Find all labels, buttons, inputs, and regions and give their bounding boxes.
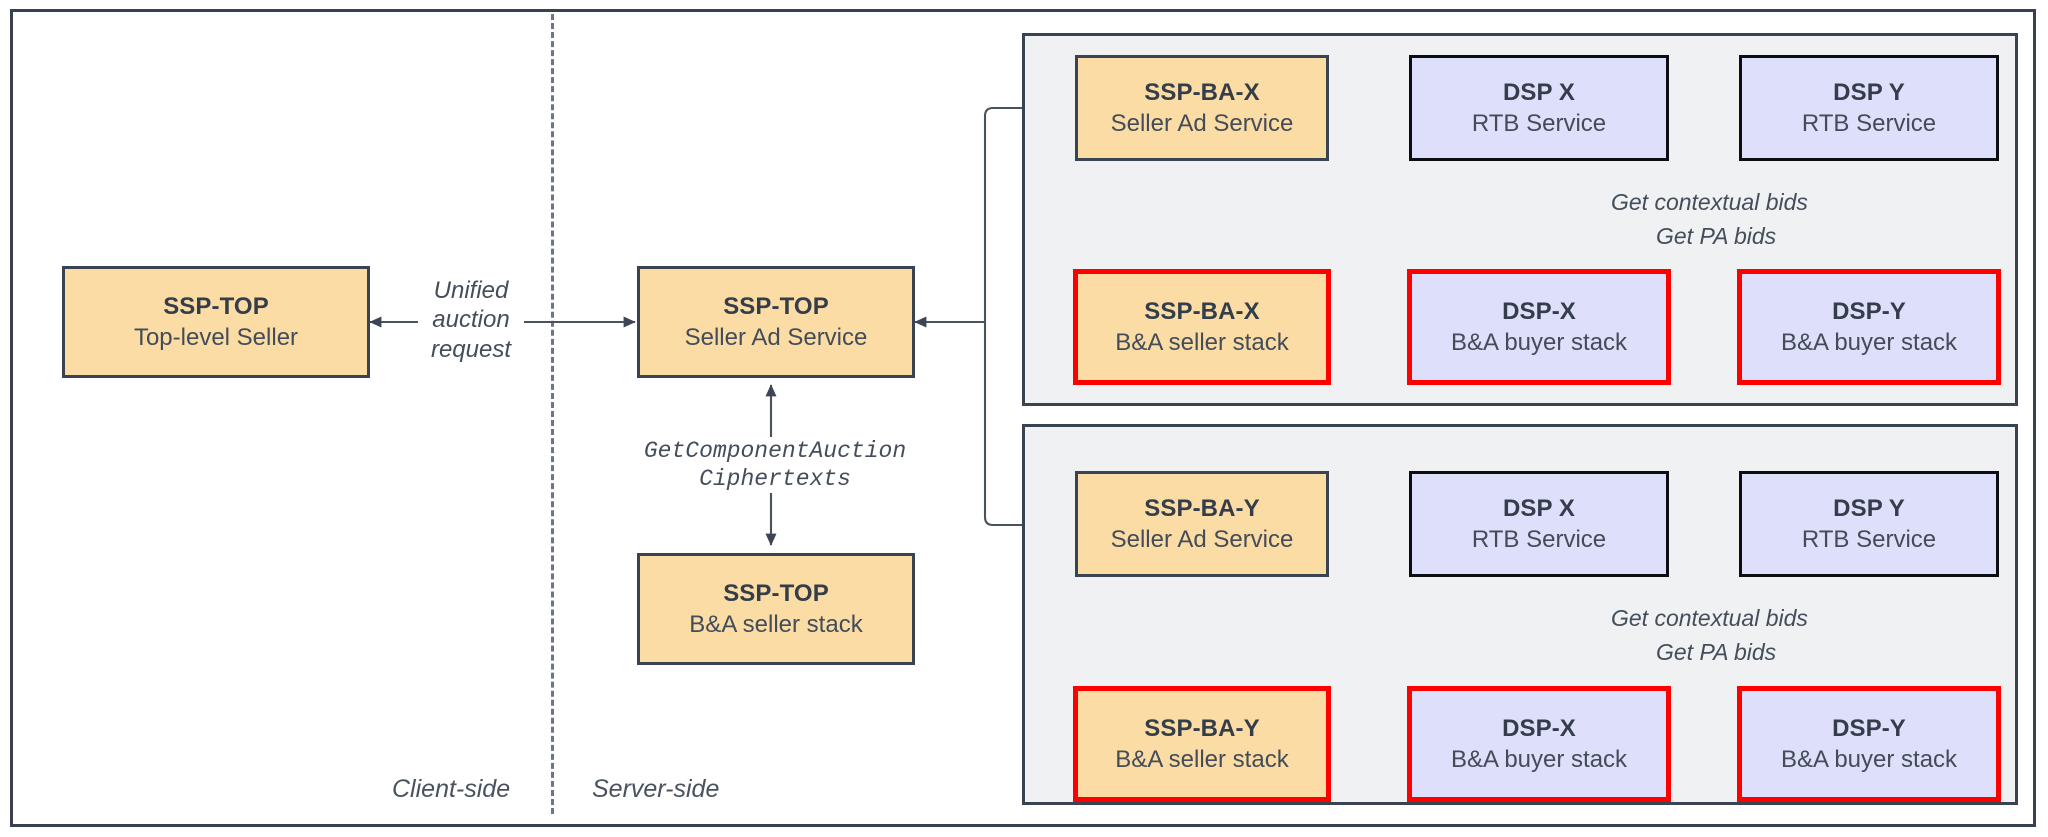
- node-dsp-x-rtb-service[interactable]: DSP X RTB Service: [1409, 55, 1669, 161]
- node-subtitle: B&A seller stack: [689, 611, 863, 638]
- node-title: DSP-X: [1502, 714, 1576, 742]
- node-dsp-y-ba-buyer-stack-2[interactable]: DSP-Y B&A buyer stack: [1737, 686, 2001, 802]
- node-subtitle: B&A buyer stack: [1450, 746, 1628, 773]
- label-client-side: Client-side: [392, 775, 511, 803]
- node-subtitle: B&A buyer stack: [1780, 329, 1958, 356]
- node-subtitle: RTB Service: [1471, 110, 1607, 137]
- node-title: SSP-TOP: [723, 292, 829, 320]
- node-title: DSP X: [1502, 494, 1576, 522]
- node-subtitle: RTB Service: [1801, 110, 1937, 137]
- node-title: DSP-X: [1502, 297, 1576, 325]
- node-dsp-y-rtb-service[interactable]: DSP Y RTB Service: [1739, 55, 1999, 161]
- node-subtitle: Seller Ad Service: [1110, 110, 1294, 137]
- edge-label-get-component-auction-ciphertexts: GetComponentAuction Ciphertexts: [622, 437, 928, 494]
- node-subtitle: Seller Ad Service: [1110, 526, 1294, 553]
- node-dsp-x-ba-buyer-stack-2[interactable]: DSP-X B&A buyer stack: [1407, 686, 1671, 802]
- node-dsp-x-ba-buyer-stack[interactable]: DSP-X B&A buyer stack: [1407, 269, 1671, 385]
- edge-label-py-get-contextual-bids: Get contextual bids: [1608, 604, 1811, 633]
- node-title: DSP Y: [1833, 78, 1905, 106]
- node-title: SSP-TOP: [723, 579, 829, 607]
- node-subtitle: B&A buyer stack: [1780, 746, 1958, 773]
- node-title: SSP-BA-X: [1144, 297, 1260, 325]
- node-dsp-y-rtb-service-2[interactable]: DSP Y RTB Service: [1739, 471, 1999, 577]
- node-subtitle: B&A seller stack: [1115, 329, 1289, 356]
- node-subtitle: B&A buyer stack: [1450, 329, 1628, 356]
- label-server-side: Server-side: [592, 775, 720, 803]
- node-subtitle: Top-level Seller: [133, 324, 299, 351]
- node-ssp-ba-y-seller-ad-service[interactable]: SSP-BA-Y Seller Ad Service: [1075, 471, 1329, 577]
- node-ssp-ba-x-seller-ad-service[interactable]: SSP-BA-X Seller Ad Service: [1075, 55, 1329, 161]
- node-ssp-ba-y-ba-seller-stack[interactable]: SSP-BA-Y B&A seller stack: [1073, 686, 1331, 802]
- node-title: SSP-BA-Y: [1144, 714, 1260, 742]
- node-title: SSP-BA-Y: [1144, 494, 1260, 522]
- node-ssp-top-ba-seller-stack[interactable]: SSP-TOP B&A seller stack: [637, 553, 915, 665]
- node-subtitle: Seller Ad Service: [684, 324, 868, 351]
- node-title: DSP-Y: [1832, 297, 1906, 325]
- node-ssp-top-seller-ad-service[interactable]: SSP-TOP Seller Ad Service: [637, 266, 915, 378]
- edge-label-py-get-pa-bids: Get PA bids: [1653, 638, 1780, 667]
- edge-label-px-get-contextual-bids: Get contextual bids: [1608, 188, 1811, 217]
- node-title: DSP X: [1502, 78, 1576, 106]
- edge-label-unified-auction-request: Unified auction request: [418, 276, 524, 364]
- node-dsp-y-ba-buyer-stack[interactable]: DSP-Y B&A buyer stack: [1737, 269, 2001, 385]
- diagram-outer-frame: [10, 9, 2036, 827]
- edge-label-px-get-pa-bids: Get PA bids: [1653, 222, 1780, 251]
- node-title: DSP Y: [1833, 494, 1905, 522]
- node-title: SSP-BA-X: [1144, 78, 1260, 106]
- node-subtitle: RTB Service: [1471, 526, 1607, 553]
- node-ssp-ba-x-ba-seller-stack[interactable]: SSP-BA-X B&A seller stack: [1073, 269, 1331, 385]
- node-dsp-x-rtb-service-2[interactable]: DSP X RTB Service: [1409, 471, 1669, 577]
- node-title: DSP-Y: [1832, 714, 1906, 742]
- node-title: SSP-TOP: [163, 292, 269, 320]
- client-server-divider: [551, 14, 554, 814]
- node-ssp-top-top-level-seller[interactable]: SSP-TOP Top-level Seller: [62, 266, 370, 378]
- node-subtitle: RTB Service: [1801, 526, 1937, 553]
- node-subtitle: B&A seller stack: [1115, 746, 1289, 773]
